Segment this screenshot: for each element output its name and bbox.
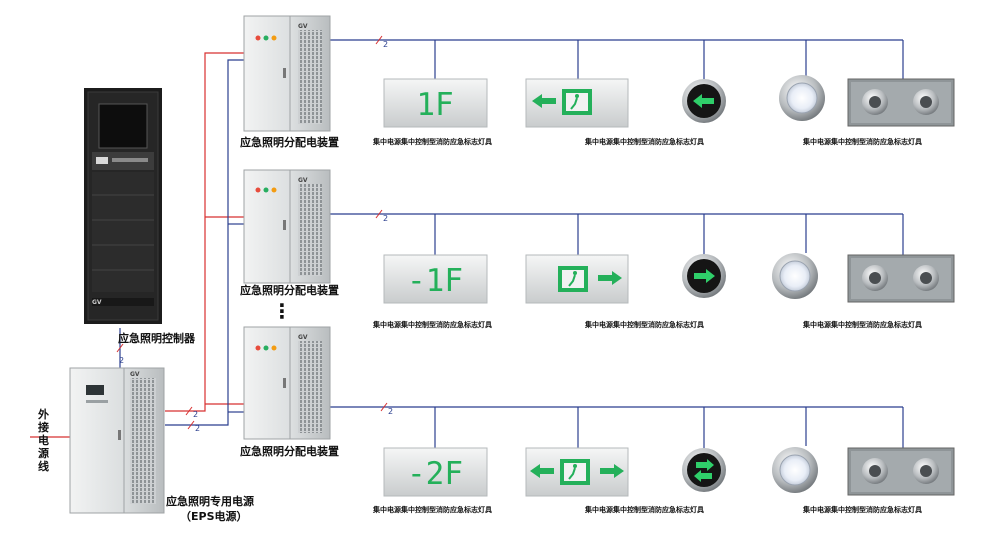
lamp-label-r3-a: 集中电源集中控制型消防应急标志灯具 [373,506,492,514]
controller-label: 应急照明控制器 [118,332,195,345]
lamp-label-r2-a: 集中电源集中控制型消防应急标志灯具 [373,321,492,329]
panel-1-label: 应急照明分配电装置 [240,136,339,149]
twin-lamp-row2 [847,254,955,303]
spotlight-lamp-row3 [772,447,818,493]
lamp-label-r3-b: 集中电源集中控制型消防应急标志灯具 [585,506,704,514]
distribution-panel-1 [243,15,331,132]
bus-drops [434,40,904,448]
double-arrow-icon [694,459,714,482]
arrow-left-icon [530,464,554,478]
distribution-panel-3 [243,326,331,440]
arrow-left-icon [532,94,556,108]
spotlight-lamp-row1 [779,75,825,121]
twin-lamp-row3 [847,447,955,496]
lamp-label-r1-c: 集中电源集中控制型消防应急标志灯具 [803,138,922,146]
controller-brand: GV [92,299,102,306]
wire-count-eps-blue: 2 [195,424,200,433]
wire-count-row3: 2 [388,407,393,416]
external-power-label: 外接电源线 [38,408,49,473]
floor-sign-1f: 1F [416,87,453,123]
panel-3-brand: GV [298,334,308,341]
panel-3-label: 应急照明分配电装置 [240,445,339,458]
exit-running-man-icon [560,459,590,485]
eps-label-sub: （EPS电源） [180,510,248,523]
floor-sign-b1f: -1F [407,263,463,299]
twin-lamp-row1 [847,78,955,127]
arrow-left-icon [693,94,714,108]
exit-sign-both [525,447,629,497]
floor-sign-b2f: -2F [407,456,463,492]
floor-sign-row2 [383,254,488,304]
wire-count-controller: 2 [119,356,124,365]
lamp-label-r2-b: 集中电源集中控制型消防应急标志灯具 [585,321,704,329]
arrow-right-icon [598,271,622,285]
lamp-label-r1-b: 集中电源集中控制型消防应急标志灯具 [585,138,704,146]
lamp-label-r3-c: 集中电源集中控制型消防应急标志灯具 [803,506,922,514]
floor-sign-row3 [383,447,488,497]
more-panels-ellipsis: ⋮ [272,299,292,323]
panel-2-label: 应急照明分配电装置 [240,284,339,297]
eps-label: 应急照明专用电源 [166,495,254,508]
panel-1-brand: GV [298,23,308,30]
round-sign-left [682,79,726,123]
bus-wiring [119,39,903,426]
exit-running-man-icon [562,89,592,115]
wire-count-eps-red: 2 [193,410,198,419]
panel-2-brand: GV [298,177,308,184]
emergency-controller-cabinet [84,88,162,324]
arrow-right-icon [694,269,715,283]
eps-brand: GV [130,371,140,378]
exit-sign-right [525,254,629,304]
lamp-label-r1-a: 集中电源集中控制型消防应急标志灯具 [373,138,492,146]
exit-sign-left [525,78,629,128]
power-wiring [30,52,244,438]
eps-power-cabinet [69,367,165,514]
floor-sign-row1 [383,78,488,128]
spotlight-lamp-row2 [772,253,818,299]
wire-ticks [116,35,388,430]
lamp-label-r2-c: 集中电源集中控制型消防应急标志灯具 [803,321,922,329]
wire-count-row2: 2 [383,214,388,223]
wire-count-row1: 2 [383,40,388,49]
arrow-right-icon [600,464,624,478]
round-sign-right [682,254,726,298]
distribution-panel-2 [243,169,331,284]
exit-running-man-icon [558,266,588,292]
round-sign-double [682,448,726,492]
